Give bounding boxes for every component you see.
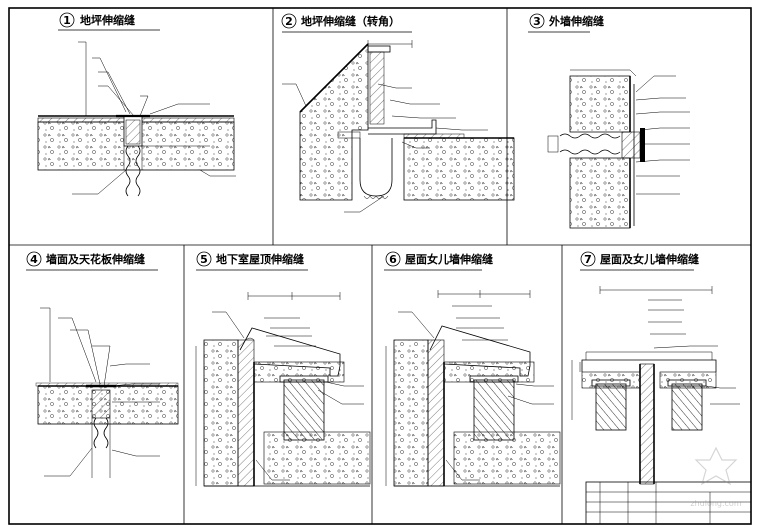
panel-number: 6: [389, 253, 397, 266]
title-block: [585, 481, 752, 525]
panel-title: 地坪伸缩缝（转角）: [301, 14, 400, 28]
panel-number: 5: [200, 253, 208, 266]
panel-title: 地下室屋顶伸缩缝: [216, 252, 304, 266]
panel-1: 1 地坪伸缩缝: [37, 12, 236, 197]
panel-title: 地坪伸缩缝: [80, 13, 135, 27]
panel-title: 墙面及天花板伸缩缝: [46, 252, 145, 266]
panel-5: 5 地下室屋顶伸缩缝: [195, 251, 371, 487]
panel-6: 6 屋面女儿墙伸缩缝: [384, 251, 561, 487]
panel-number: 1: [63, 14, 71, 27]
watermark-text: zhulong.com: [690, 499, 741, 508]
panel-number: 3: [533, 15, 541, 28]
panel-number-badge: [281, 13, 297, 29]
panel-2: 2 地坪伸缩缝（转角）: [281, 13, 515, 213]
panel-title: 外墙伸缩缝: [548, 14, 604, 28]
panel-3: 3 外墙伸缩缝: [528, 13, 690, 229]
panel-4: 4 墙面及天花板伸缩缝: [26, 251, 179, 478]
panel-number: 7: [584, 253, 592, 266]
panel-number-badge: [580, 251, 596, 267]
panel-number-badge: [59, 12, 75, 28]
panel-7: 7 屋面及女儿墙伸缩缝: [571, 251, 740, 485]
panel-number-badge: [385, 251, 401, 267]
sheet-border: [8, 7, 752, 525]
panel-number-badge: [196, 251, 212, 267]
watermark-logo: zhulong.com: [690, 446, 742, 508]
panel-title: 屋面及女儿墙伸缩缝: [600, 252, 699, 266]
panel-number-badge: [26, 251, 42, 267]
panel-number: 4: [30, 253, 38, 266]
panel-number: 2: [285, 15, 293, 28]
panel-number-badge: [529, 13, 545, 29]
panel-title: 屋面女儿墙伸缩缝: [405, 252, 493, 266]
